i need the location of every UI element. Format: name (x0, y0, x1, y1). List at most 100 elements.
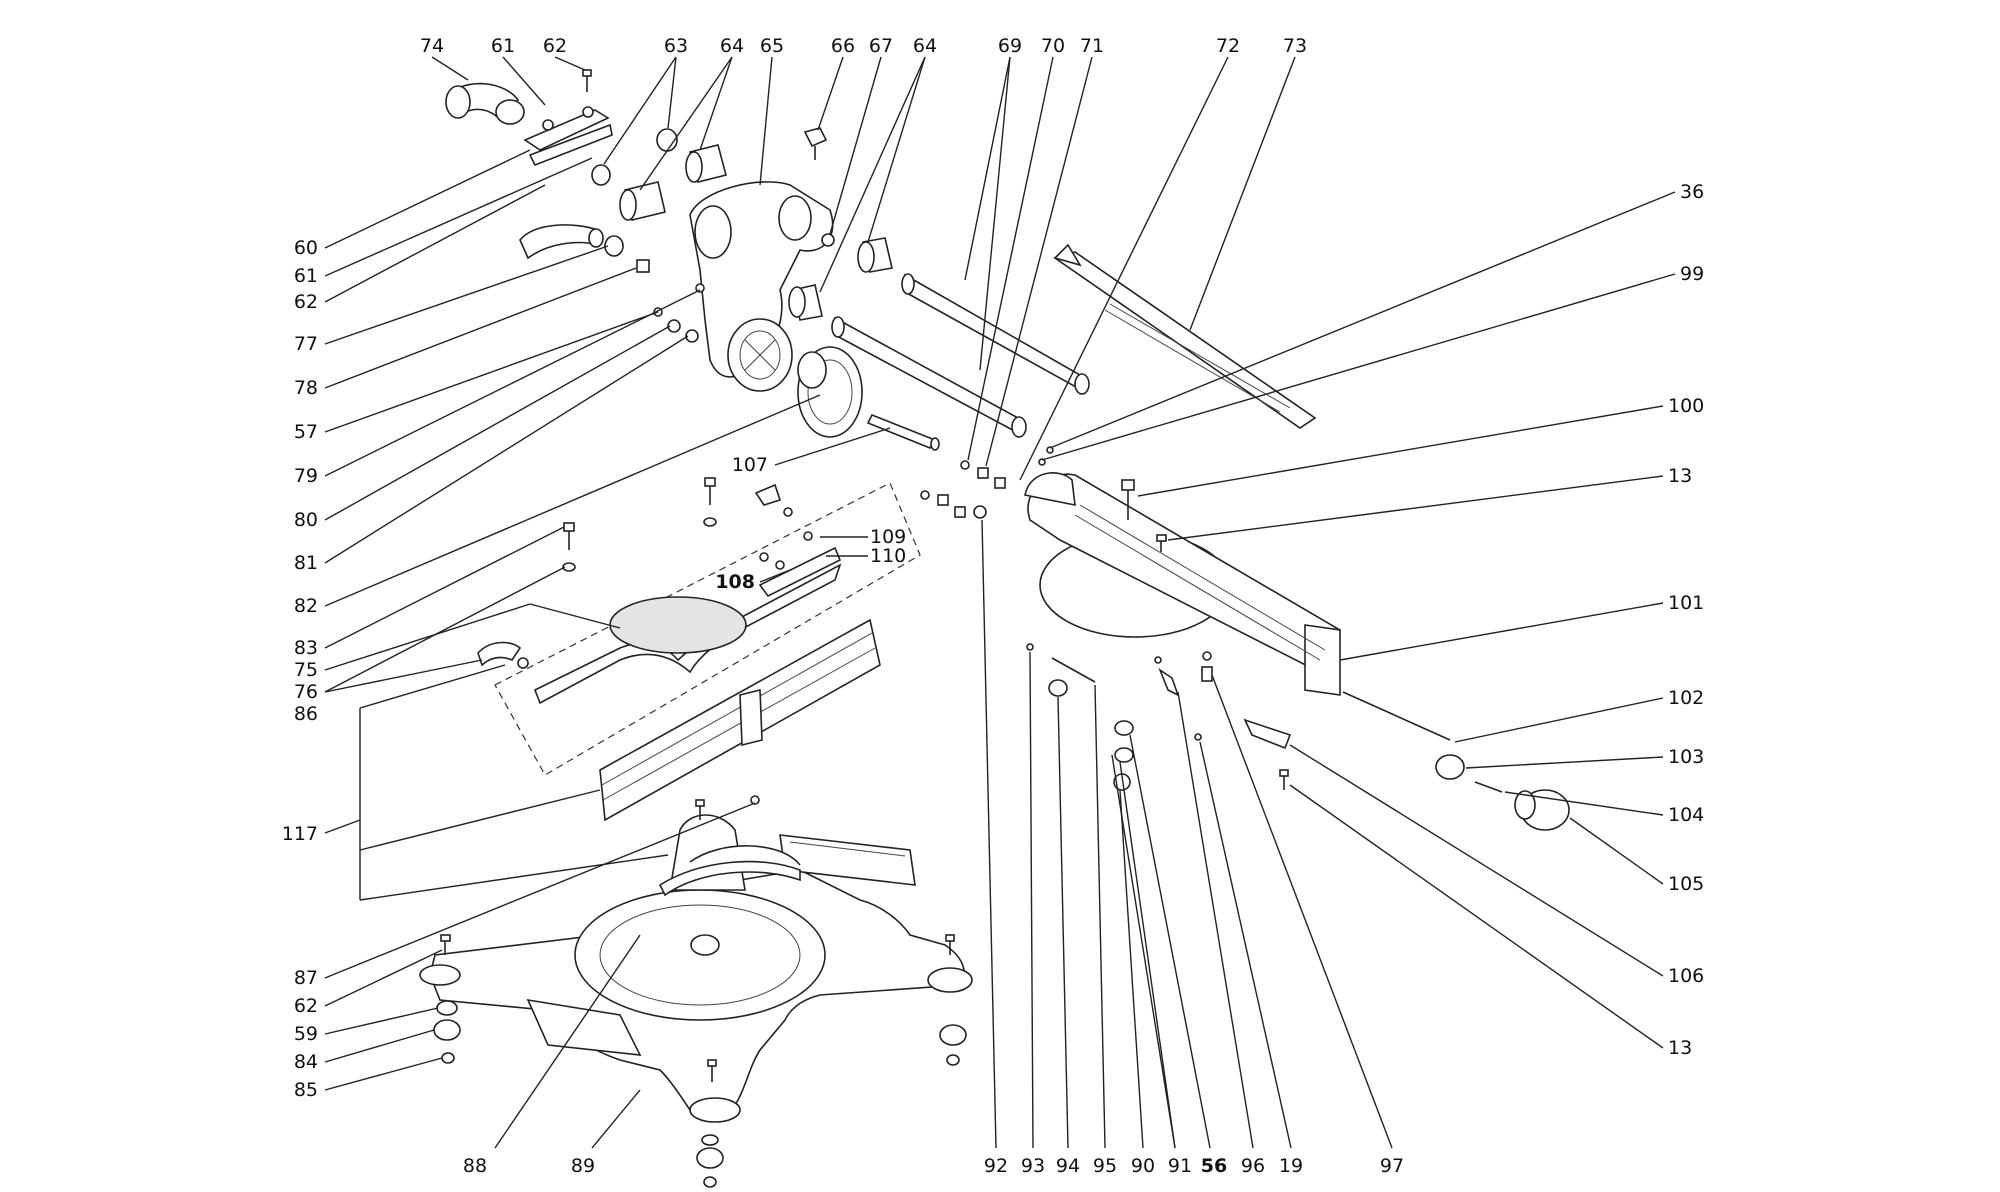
label-60: 60 (294, 237, 318, 259)
pin-92b-part (937, 494, 949, 506)
washer-78-part (604, 235, 624, 257)
lever-small-part (754, 483, 793, 517)
nut-81-part (685, 329, 699, 343)
gauge-plate-88-part (658, 860, 801, 897)
screw-bottom-part (707, 1059, 717, 1082)
nut-85-part (441, 1052, 455, 1064)
screw-109-part (759, 531, 813, 570)
washer-90-part (1114, 720, 1134, 736)
nut-80-part (667, 319, 681, 333)
label-109: 109 (870, 526, 906, 548)
top-clamp-part (523, 106, 613, 167)
label-86: 86 (294, 703, 318, 725)
bolt-75-part (563, 522, 575, 550)
nut-right-part (946, 1054, 960, 1066)
label-19: 19 (1279, 1155, 1303, 1177)
bracket-106-part (1243, 718, 1292, 750)
pin-71b-part (994, 477, 1006, 489)
detent-87-part (750, 795, 760, 805)
screw-right-part (945, 934, 955, 955)
label-62-lower: 62 (294, 995, 318, 1017)
bolt-small-part (703, 477, 717, 527)
washer-91-part (1114, 747, 1134, 763)
bar-73-part (1053, 243, 1317, 429)
pin-99-part (1038, 458, 1046, 466)
label-101: 101 (1668, 592, 1704, 614)
washer-103-part (1435, 754, 1465, 780)
label-102: 102 (1668, 687, 1704, 709)
bolt-base-part (695, 799, 705, 820)
pin-79-part (695, 283, 705, 293)
label-57: 57 (294, 421, 318, 443)
arm-casting-65-part (689, 181, 834, 392)
label-64-b: 64 (913, 35, 937, 57)
label-103: 103 (1668, 746, 1704, 768)
knob-66-part (803, 127, 828, 160)
pin-56-part (1154, 656, 1162, 664)
label-78: 78 (294, 377, 318, 399)
label-117: 117 (282, 823, 318, 845)
label-36: 36 (1680, 181, 1704, 203)
bushing-64b-part (619, 181, 666, 221)
label-87: 87 (294, 967, 318, 989)
label-84: 84 (294, 1051, 318, 1073)
pin-104-part (1474, 781, 1503, 793)
label-13-lower: 13 (1668, 1037, 1692, 1059)
washer-76-part (562, 562, 576, 572)
pin-67-part (821, 233, 835, 247)
label-90: 90 (1131, 1155, 1155, 1177)
pin-92a-part (920, 490, 930, 500)
bolt-95-part (1051, 657, 1096, 683)
pin-71-part (977, 467, 989, 479)
pin-97-part (1194, 733, 1202, 741)
lever-77-part (519, 224, 604, 260)
rod-102-part (1342, 691, 1451, 741)
gear-82-part (797, 346, 863, 438)
label-105: 105 (1668, 873, 1704, 895)
foot-right-part (939, 1024, 967, 1046)
label-110: 110 (870, 545, 906, 567)
leader-lines (324, 56, 1676, 1149)
label-85: 85 (294, 1079, 318, 1101)
lever-86-part (477, 641, 529, 669)
label-63: 63 (664, 35, 688, 57)
label-97: 97 (1380, 1155, 1404, 1177)
foot-bottom-part (696, 1147, 724, 1169)
label-13-upper: 13 (1668, 465, 1692, 487)
pin-93-part (1026, 643, 1034, 651)
label-72: 72 (1216, 35, 1240, 57)
pin-19b-part (1202, 651, 1212, 661)
rod-69b-part (831, 316, 1027, 438)
label-100: 100 (1668, 395, 1704, 417)
knob-105-part (1514, 789, 1570, 831)
foot-84-part (433, 1019, 461, 1041)
pin-36-part (1046, 446, 1054, 454)
label-107: 107 (732, 454, 768, 476)
fence-block-117b-part (739, 688, 763, 747)
label-74: 74 (420, 35, 444, 57)
label-83: 83 (294, 637, 318, 659)
label-69: 69 (998, 35, 1022, 57)
screw-62b-part (440, 934, 451, 955)
label-79: 79 (294, 465, 318, 487)
screw-13a-part (1156, 534, 1167, 552)
nut-92-part (973, 505, 987, 519)
label-108: 108 (715, 571, 755, 593)
screw-13b-part (1279, 769, 1289, 790)
callout-labels: 74 61 62 63 64 65 66 67 64 69 70 71 72 7… (282, 35, 1705, 1177)
label-67: 67 (869, 35, 893, 57)
bushing-64c-part (857, 237, 893, 273)
bushing-64d-part (788, 284, 823, 321)
washer-bottom-part (701, 1134, 719, 1146)
label-95: 95 (1093, 1155, 1117, 1177)
label-62-top: 62 (543, 35, 567, 57)
parts-layer (419, 69, 1570, 1188)
fence-group-outline (494, 482, 921, 776)
slide-arm-101-part (1024, 472, 1341, 696)
pin-92c-part (954, 506, 966, 518)
label-94: 94 (1056, 1155, 1080, 1177)
label-59: 59 (294, 1023, 318, 1045)
dust-elbow-part (445, 82, 525, 125)
nut-bottom-part (703, 1176, 717, 1188)
